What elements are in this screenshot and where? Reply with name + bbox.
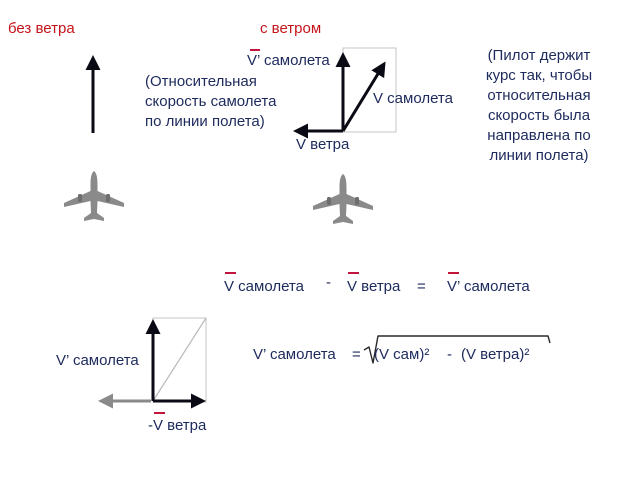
airplane-icon	[313, 174, 373, 224]
header-no-wind: без ветра	[8, 20, 75, 37]
overbar	[448, 272, 459, 274]
label-v-wind: V ветра	[296, 136, 350, 153]
formula-lhs: V’ самолета	[253, 346, 336, 363]
label-minus-v-wind: -V ветра	[148, 417, 207, 434]
right-note: (Пилот держит курс так, чтобы относитель…	[485, 47, 593, 164]
label-v-plane: V самолета	[373, 90, 453, 107]
overbar	[225, 272, 236, 274]
header-with-wind: с ветром	[260, 20, 322, 37]
equation-term1: V самолета	[224, 278, 304, 295]
formula-minus: -	[447, 346, 452, 363]
sqrt-sign	[363, 335, 551, 364]
left-note: (Относительная скорость самолета по лини…	[145, 73, 277, 130]
formula-term2: (V ветра)²	[461, 346, 530, 363]
overbar	[154, 412, 165, 414]
equation-equals: =	[417, 278, 426, 295]
airplane-icon	[64, 171, 124, 221]
formula-term1: (V сам)²	[374, 346, 430, 363]
diagonal-line	[152, 317, 207, 402]
label-v-prime-plane-bottom: V’ самолета	[56, 352, 139, 369]
vector-v-plane	[341, 61, 386, 132]
overbar	[250, 49, 260, 51]
overbar	[348, 272, 359, 274]
equation-term2: V ветра	[347, 278, 401, 295]
equation-result: V’ самолета	[447, 278, 530, 295]
label-v-prime-plane-top: V’ самолета	[247, 52, 330, 69]
formula-eq: =	[352, 346, 361, 363]
equation-minus: -	[326, 274, 331, 291]
